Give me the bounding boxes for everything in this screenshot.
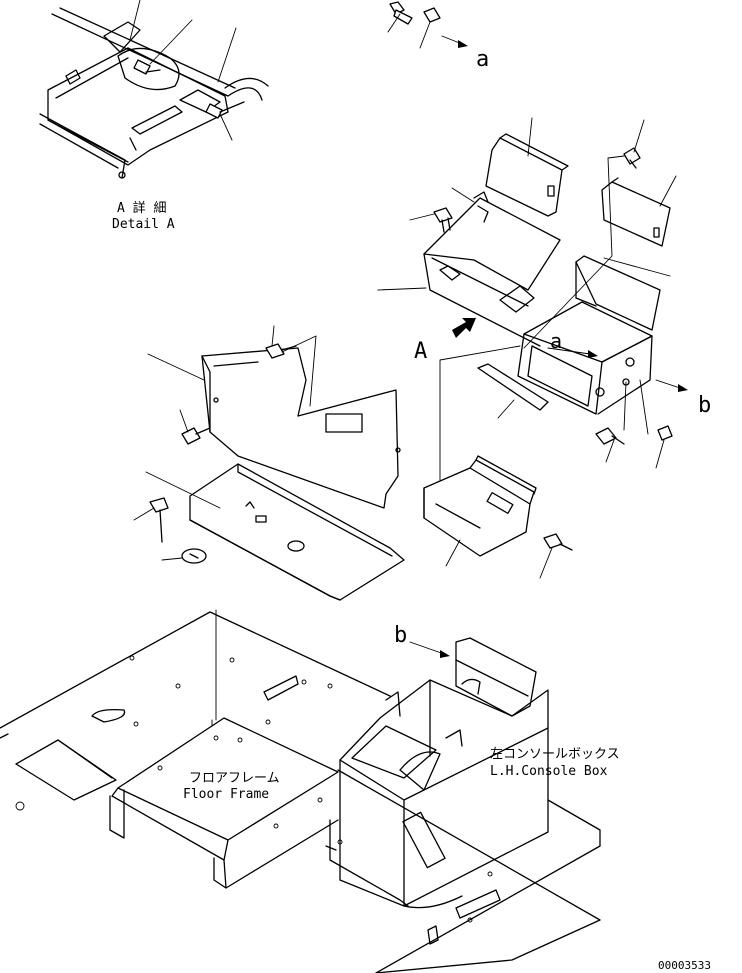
floor-frame-jp: フロアフレーム [189, 771, 280, 786]
side-panel [147, 325, 401, 509]
bolt-top [387, 1, 413, 33]
console-box [325, 637, 549, 945]
ref-b-console: b [394, 623, 407, 648]
ref-a-top: a [476, 47, 489, 72]
arrow-a-box [547, 347, 591, 355]
view-a-label: A [414, 339, 427, 364]
arrow-b-right [655, 379, 681, 389]
detail-a-view [39, 0, 269, 179]
console-box-en: L.H.Console Box [490, 764, 608, 779]
bracket [423, 455, 573, 579]
floor-cover [133, 463, 405, 601]
cover-assembly [377, 117, 688, 481]
floor-frame-en: Floor Frame [183, 787, 269, 802]
detail-a-title-jp: A 詳 細 [117, 200, 166, 216]
arrow-b-console [409, 641, 445, 655]
detail-a-title-en: Detail A [112, 217, 175, 232]
drawing-number: 00003533 [658, 959, 711, 972]
ref-a-box: a [550, 329, 562, 353]
floor-frame [0, 609, 601, 973]
ref-b-right: b [698, 393, 711, 418]
clip-nut-top [419, 7, 441, 49]
console-box-jp: 左コンソールボックス [490, 747, 620, 762]
